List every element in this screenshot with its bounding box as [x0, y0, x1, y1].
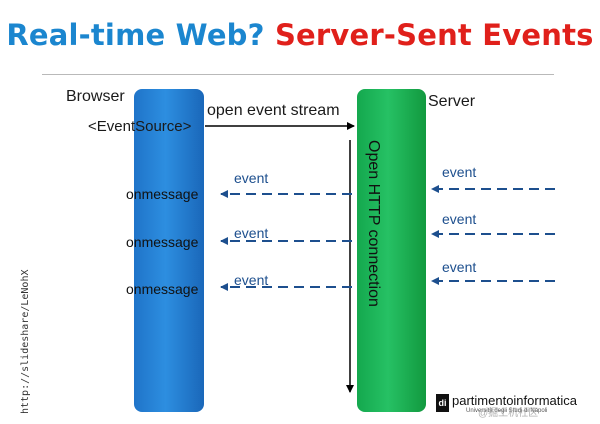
client-event-label-2: event [234, 225, 269, 241]
browser-label: Browser [66, 88, 125, 105]
slideshare-credit: http://slideshare/LeNohX [20, 269, 31, 415]
eventsource-label: <EventSource> [88, 118, 192, 135]
logo-mark: di [436, 394, 449, 412]
browser-lifeline [134, 89, 204, 412]
onmessage-label-3: onmessage [126, 281, 199, 297]
onmessage-label-1: onmessage [126, 186, 199, 202]
client-event-label-1: event [234, 170, 269, 186]
onmessage-label-2: onmessage [126, 234, 199, 250]
server-label: Server [428, 93, 476, 110]
logo-subtitle: Università degli Studi di Napoli [466, 408, 548, 414]
title-divider [42, 74, 554, 75]
dipartimento-logo: di partimentoinformatica Università degl… [436, 392, 586, 416]
title-part-1: Real-time Web? [6, 18, 265, 52]
title-part-2: Server-Sent Events [274, 18, 594, 52]
open-stream-label: open event stream [205, 102, 342, 119]
server-event-label-3: event [442, 259, 477, 275]
server-event-label-2: event [442, 211, 477, 227]
client-event-label-3: event [234, 272, 269, 288]
slide-title: Real-time Web? Server-Sent Events [0, 18, 600, 52]
http-connection-label: Open HTTP connection [365, 140, 382, 307]
watermark: @掘土机社区 [478, 408, 539, 419]
server-lifeline [357, 89, 426, 412]
logo-text: partimentoinformatica [452, 393, 577, 408]
server-event-label-1: event [442, 164, 477, 180]
